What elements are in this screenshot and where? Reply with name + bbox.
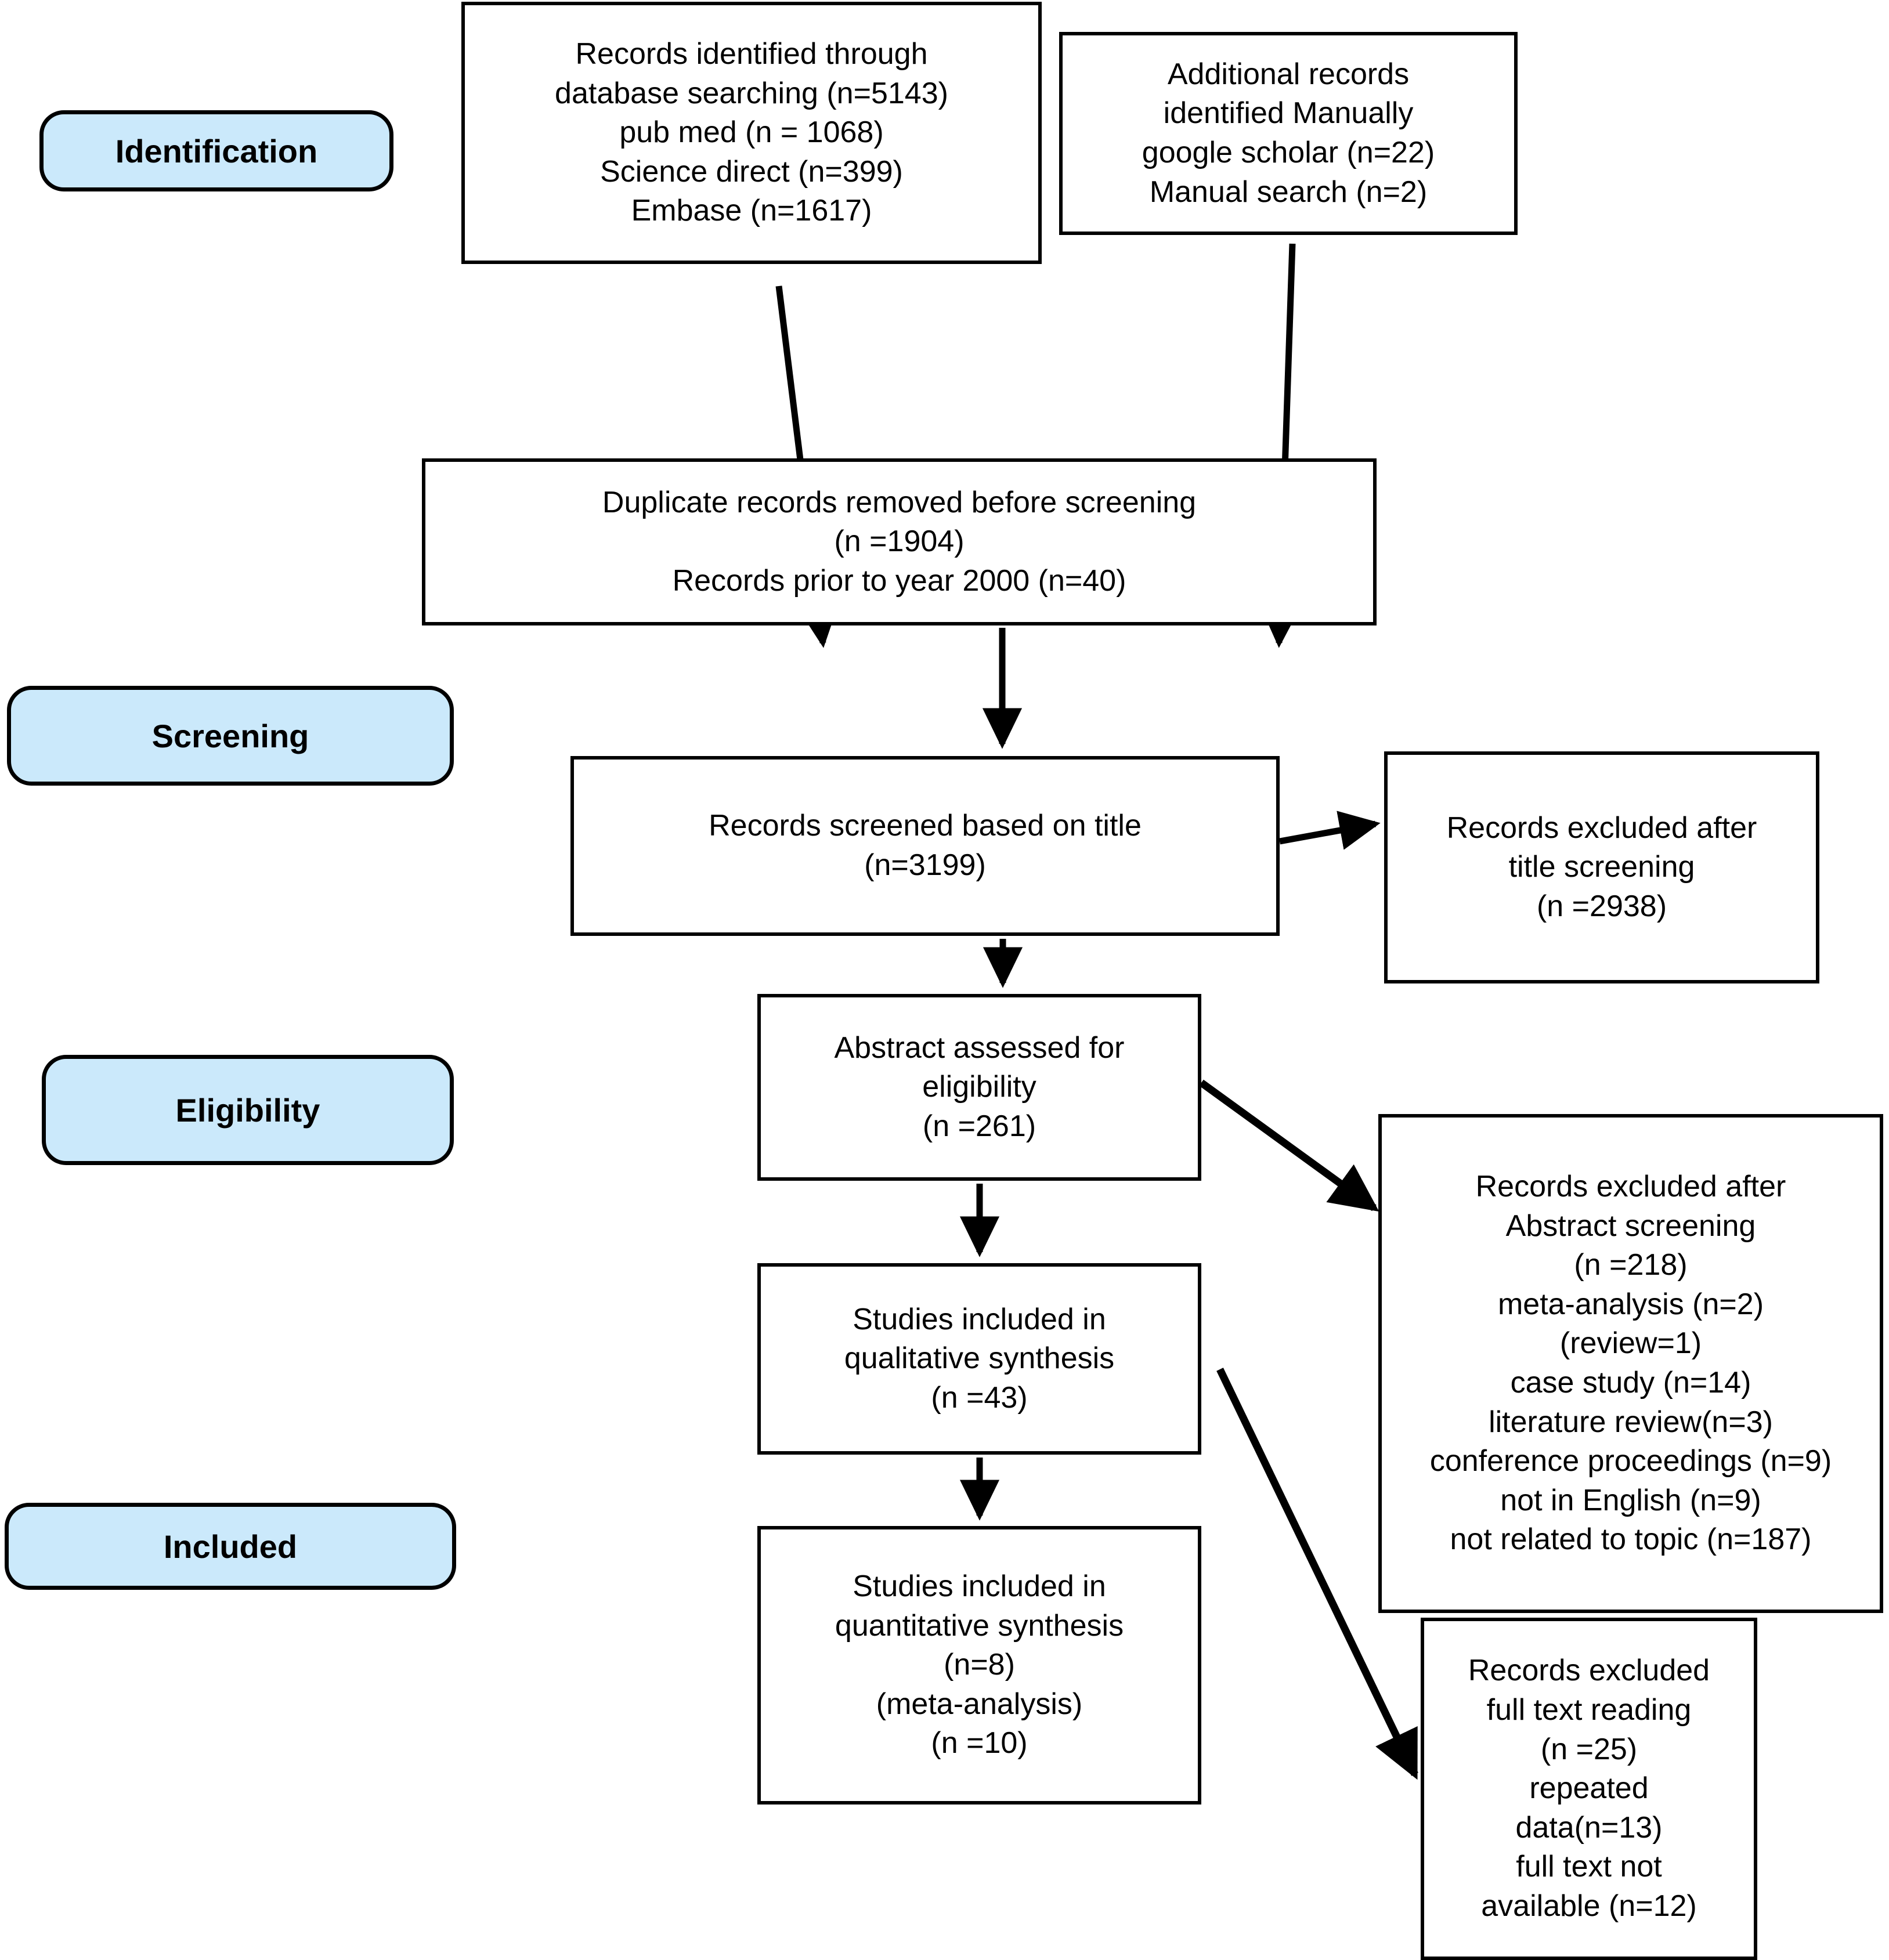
- node-abstract-assessed-for-eligibility: Abstract assessed for eligibility (n =26…: [757, 994, 1201, 1181]
- node-line: Studies included in: [853, 1302, 1106, 1336]
- stage-label-eligibility: Eligibility: [175, 1091, 320, 1129]
- node-line: Duplicate records removed before screeni…: [602, 485, 1197, 519]
- node-line: (n=3199): [864, 848, 986, 882]
- node-line: database searching (n=5143): [555, 76, 948, 110]
- stage-badge-screening: Screening: [7, 686, 454, 786]
- node-duplicate-records-removed: Duplicate records removed before screeni…: [422, 458, 1377, 625]
- node-line: Records screened based on title: [709, 809, 1142, 843]
- node-line: Records excluded after: [1475, 1170, 1786, 1204]
- node-line: identified Manually: [1163, 96, 1414, 131]
- node-records-excluded-after-title-screening: Records excluded after title screening (…: [1384, 751, 1819, 983]
- node-line: Records excluded after: [1446, 811, 1757, 845]
- stage-label-identification: Identification: [115, 132, 318, 169]
- node-line: available (n=12): [1481, 1889, 1697, 1923]
- node-line: full text not: [1516, 1850, 1662, 1884]
- node-line: meta-analysis (n=2): [1497, 1287, 1764, 1321]
- node-records-excluded-full-text-reading: Records excluded full text reading (n =2…: [1421, 1618, 1757, 1960]
- node-line: Records identified through: [575, 37, 928, 71]
- node-line: repeated: [1529, 1771, 1649, 1806]
- node-line: google scholar (n=22): [1142, 136, 1435, 169]
- node-studies-included-quantitative-synthesis: Studies included in quantitative synthes…: [757, 1526, 1201, 1804]
- node-line: (meta-analysis): [876, 1687, 1083, 1721]
- node-line: title screening: [1508, 850, 1695, 884]
- connector-abstract-to-excluded-abstract: [1199, 1079, 1379, 1212]
- node-studies-included-qualitative-synthesis: Studies included in qualitative synthesi…: [757, 1263, 1201, 1455]
- node-line: Manual search (n=2): [1149, 175, 1428, 209]
- node-line: eligibility: [922, 1070, 1036, 1104]
- node-line: (n =10): [931, 1726, 1028, 1760]
- node-line: quantitative synthesis: [835, 1608, 1124, 1643]
- node-line: Studies included in: [853, 1570, 1106, 1604]
- stage-badge-identification: Identification: [39, 110, 393, 191]
- node-line: (review=1): [1559, 1326, 1702, 1361]
- node-line: pub med (n = 1068): [619, 115, 884, 150]
- node-line: not in English (n=9): [1500, 1483, 1761, 1517]
- node-line: Records excluded: [1468, 1654, 1710, 1688]
- node-line: conference proceedings (n=9): [1429, 1444, 1832, 1478]
- node-additional-records-identified-manually: Additional records identified Manually g…: [1059, 32, 1518, 235]
- node-line: (n =1904): [834, 525, 965, 559]
- node-line: Abstract assessed for: [834, 1030, 1125, 1065]
- node-line: (n =2938): [1536, 889, 1667, 923]
- node-line: not related to topic (n=187): [1450, 1523, 1812, 1557]
- node-line: case study (n=14): [1510, 1366, 1751, 1400]
- node-records-excluded-after-abstract-screening: Records excluded after Abstract screenin…: [1378, 1114, 1883, 1613]
- node-line: (n =218): [1574, 1248, 1688, 1282]
- node-line: qualitative synthesis: [844, 1341, 1115, 1376]
- node-line: (n =261): [922, 1109, 1036, 1143]
- node-line: (n =43): [931, 1380, 1028, 1415]
- stage-label-included: Included: [163, 1528, 298, 1565]
- connector-screened-to-excluded-title: [1279, 811, 1381, 850]
- node-line: Abstract screening: [1505, 1209, 1756, 1243]
- node-records-identified-database-search: Records identified through database sear…: [461, 2, 1042, 264]
- stage-badge-eligibility: Eligibility: [42, 1055, 454, 1165]
- node-records-screened-by-title: Records screened based on title (n=3199): [570, 756, 1280, 936]
- node-line: Embase (n=1617): [631, 194, 872, 228]
- stage-badge-included: Included: [5, 1503, 456, 1590]
- node-line: Additional records: [1167, 57, 1410, 91]
- node-line: full text reading: [1486, 1693, 1692, 1727]
- node-line: literature review(n=3): [1489, 1405, 1773, 1439]
- node-line: Science direct (n=399): [600, 154, 903, 189]
- node-line: data(n=13): [1515, 1810, 1663, 1845]
- node-line: Records prior to year 2000 (n=40): [672, 563, 1126, 598]
- node-line: (n=8): [944, 1648, 1015, 1682]
- stage-label-screening: Screening: [151, 717, 309, 754]
- node-line: (n =25): [1540, 1732, 1638, 1766]
